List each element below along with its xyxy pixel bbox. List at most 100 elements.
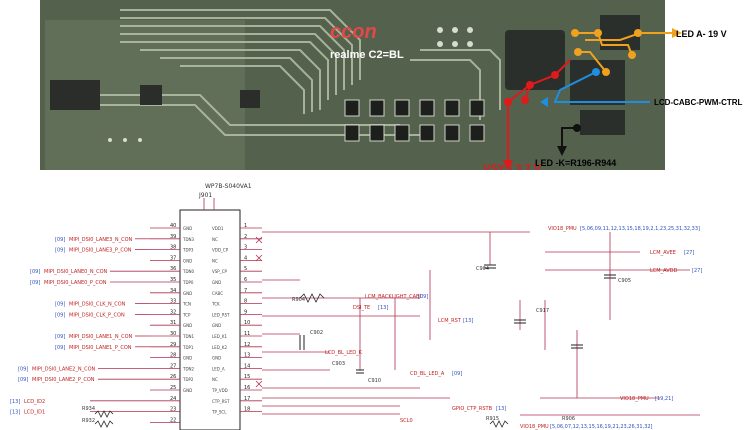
left-pin-name: GND — [183, 388, 192, 393]
left-pin-name: GND — [183, 291, 192, 296]
right-pin-name: NC — [212, 237, 218, 242]
right-pin-number: 9 — [244, 309, 247, 315]
net-avdd: LCM_AVDD — [650, 268, 677, 274]
left-net-name: MIPI_DSI0_LANE1_N_CON — [69, 334, 133, 340]
left-pin-name: TDN0 — [182, 269, 195, 274]
left-net-tag: [09] — [18, 366, 28, 372]
left-pin-name: TDP1 — [182, 345, 194, 350]
left-pin-name: TDP0 — [182, 280, 194, 285]
left-net-tag: [09] — [30, 269, 40, 275]
net-bl-led-a: CD_BL_LED_A — [410, 371, 445, 377]
net-gpio-ctp-ref: [13] — [496, 406, 506, 412]
left-net-name: MIPI_DSI0_CLK_P_CON — [69, 312, 125, 318]
left-pin-number: 22 — [170, 417, 176, 423]
right-pin-name: TP_VDD — [211, 388, 228, 393]
model-label: realme C2=BL — [330, 49, 404, 61]
callout-led-k: LED -K=R196-R944 — [535, 158, 616, 168]
left-net-name: MIPI_DSI0_LANE2_N_CON — [32, 366, 96, 372]
left-pin-name: GND — [183, 258, 192, 263]
pcb-photo: ccon realme C2=BL LED A- 19 V LCD-CABC-P… — [0, 0, 750, 170]
callout-vsys: VSYS 3.7 V — [483, 163, 542, 170]
right-pin-number: 12 — [244, 342, 250, 348]
right-pin-number: 5 — [244, 266, 247, 272]
net-lcm-rst: LCM_RST — [438, 318, 462, 324]
left-pin-name: TDN2 — [182, 366, 195, 371]
ref-r904: R904 — [292, 297, 305, 303]
left-pin-number: 35 — [170, 277, 176, 283]
left-net-name: MIPI_DSI0_CLK_N_CON — [69, 302, 126, 308]
right-pin-name: VDD_CP — [212, 248, 229, 253]
left-net-tag: [13] — [10, 399, 20, 405]
net-dsi-te: DSI_TE — [353, 305, 370, 311]
net-vio18: VIO18_PMU — [548, 226, 577, 232]
ref-r932: R932 — [82, 418, 95, 424]
brand-logo: ccon — [330, 21, 377, 43]
left-pin-name: TDP3 — [182, 248, 194, 253]
left-pin-name: TDP2 — [182, 377, 194, 382]
net-backlight-ref: [09] — [418, 294, 428, 300]
left-pin-number: 31 — [170, 320, 176, 326]
right-pin-name: CABC — [212, 291, 223, 296]
right-pin-name: VDD1 — [212, 226, 224, 231]
left-pin-number: 23 — [170, 407, 176, 413]
right-pin-number: 18 — [244, 407, 250, 413]
net-vio18-2-refs: [19,21] — [655, 396, 673, 402]
net-vio18-2: VIO18_PMU — [620, 396, 649, 402]
right-pin-name: GND — [212, 280, 221, 285]
ref-c904: C904 — [476, 266, 489, 272]
net-vio18-refs: [5,06,09,11,12,13,15,18,19,2,1,23,25,31,… — [580, 226, 700, 232]
left-pin-number: 24 — [170, 396, 176, 402]
ref-c905: C905 — [618, 278, 631, 284]
net-backlight: LCM_BACKLIGHT_CABC — [365, 294, 423, 300]
left-net-tag: [09] — [55, 334, 65, 340]
ref-r934: R934 — [82, 406, 95, 412]
right-pin-name: NC — [212, 377, 218, 382]
left-pin-number: 25 — [170, 385, 176, 391]
right-pin-number: 13 — [244, 353, 250, 359]
left-net-tag: [09] — [55, 302, 65, 308]
ref-r906: R906 — [562, 416, 575, 422]
left-pin-number: 30 — [170, 331, 176, 337]
right-pin-number: 14 — [244, 363, 250, 369]
left-pin-number: 26 — [170, 374, 176, 380]
left-net-name: LCD_ID2 — [24, 399, 45, 405]
right-pin-number: 3 — [244, 245, 247, 251]
left-net-name: MIPI_DSI0_LANE3_N_CON — [69, 237, 133, 243]
ref-c903: C903 — [332, 361, 345, 367]
net-avdd-ref: [27] — [692, 268, 702, 274]
left-net-tag: [09] — [55, 237, 65, 243]
right-pin-name: NC — [212, 258, 218, 263]
right-pin-name: CTP_RST — [212, 399, 230, 404]
pcb-board-drawing: ccon realme C2=BL LED A- 19 V LCD-CABC-P… — [0, 0, 750, 170]
right-pin-name: LED_K1 — [212, 334, 227, 339]
left-net-name: MIPI_DSI0_LANE3_P_CON — [69, 248, 132, 254]
left-pin-number: 27 — [170, 363, 176, 369]
net-gpio-ctp: GPIO_CTP_RSTB — [452, 406, 493, 412]
ref-r915: R915 — [486, 416, 499, 422]
left-net-tag: [09] — [18, 377, 28, 383]
left-pin-name: TCP — [182, 312, 191, 317]
right-pin-number: 2 — [244, 234, 247, 240]
ref-c902: C902 — [310, 330, 323, 336]
left-net-tag: [09] — [30, 280, 40, 286]
right-pin-name: TP_SCL — [211, 410, 227, 415]
left-net-tag: [09] — [55, 345, 65, 351]
right-pin-name: GND — [212, 356, 221, 361]
right-pin-name: LED_RST — [212, 312, 230, 317]
right-pin-number: 4 — [244, 255, 247, 261]
net-vio18-3-refs: [5,06,07,12,13,15,16,19,21,23,26,31,32] — [550, 424, 653, 430]
net-bl-led-a-ref: [09] — [452, 371, 462, 377]
right-pin-number: 15 — [244, 374, 250, 380]
ref-c917: C917 — [536, 308, 549, 314]
left-net-name: LCD_ID1 — [24, 410, 45, 416]
left-pin-number: 40 — [170, 223, 176, 229]
callout-cabc: LCD-CABC-PWM-CTRL — [654, 98, 743, 107]
right-pin-name: GND — [212, 323, 221, 328]
net-vio18-3: VIO18_PMU — [520, 424, 549, 430]
left-pin-number: 37 — [170, 255, 176, 261]
left-pin-name: GND — [183, 226, 192, 231]
left-pin-number: 39 — [170, 234, 176, 240]
left-net-name: MIPI_DSI0_LANE0_P_CON — [44, 280, 107, 286]
